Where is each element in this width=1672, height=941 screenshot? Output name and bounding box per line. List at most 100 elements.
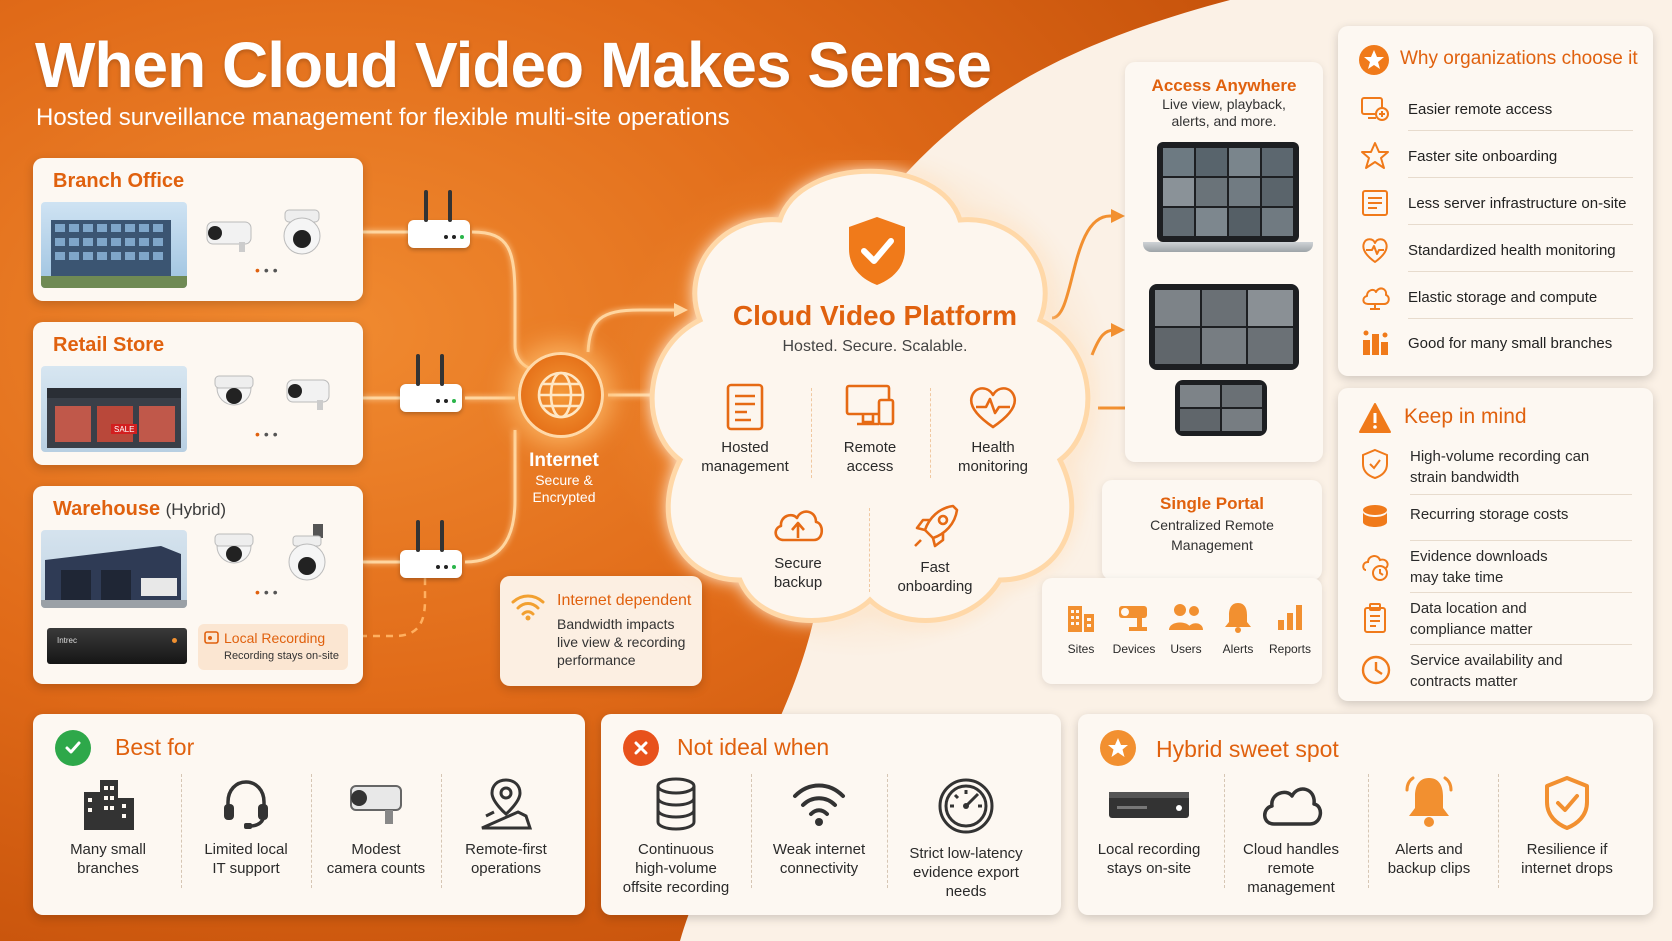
divider bbox=[811, 388, 812, 478]
more-dots: ••• bbox=[255, 262, 282, 278]
divider bbox=[1408, 271, 1633, 272]
data-compliance-icon bbox=[1364, 603, 1386, 633]
why-title: Why organizations choose it bbox=[1400, 48, 1638, 69]
why-choose-panel: Why organizations choose it Easier remot… bbox=[1338, 26, 1653, 376]
single-portal-line: Centralized Remote bbox=[1150, 517, 1274, 533]
divider bbox=[1410, 644, 1632, 645]
feature-fast-onboarding: Fast onboarding bbox=[880, 502, 990, 596]
nvr-brand: Intrec bbox=[57, 636, 78, 645]
feature-secure-backup: Secure backup bbox=[743, 502, 853, 592]
site-card-retail-store: Retail Store SALE ••• bbox=[33, 322, 363, 465]
divider bbox=[869, 508, 870, 592]
router-icon bbox=[408, 190, 470, 248]
tablet-image bbox=[1149, 284, 1299, 370]
portal-icons-panel: Sites Devices Users Alerts Reports bbox=[1042, 578, 1322, 684]
wifi-icon bbox=[511, 594, 545, 621]
warning-icon bbox=[1359, 403, 1391, 433]
portal-item-users: Users bbox=[1158, 600, 1214, 656]
headset-icon bbox=[224, 780, 268, 829]
divider bbox=[1224, 774, 1225, 888]
heart-pulse-icon bbox=[969, 387, 1017, 429]
wifi-weak-icon bbox=[793, 783, 845, 826]
internet-globe bbox=[518, 352, 604, 438]
divider bbox=[311, 774, 312, 888]
portal-item-alerts: Alerts bbox=[1210, 600, 1266, 656]
site-title: Branch Office bbox=[53, 170, 185, 192]
warehouse-image bbox=[41, 530, 187, 608]
download-clock-icon bbox=[1362, 555, 1389, 581]
why-item: Less server infrastructure on-site bbox=[1360, 188, 1626, 218]
site-title: Retail Store bbox=[53, 334, 165, 356]
divider bbox=[1498, 774, 1499, 888]
access-anywhere-line: alerts, and more. bbox=[1171, 113, 1277, 129]
divider bbox=[1410, 592, 1632, 593]
phone-image bbox=[1175, 380, 1267, 436]
more-dots: ••• bbox=[255, 584, 282, 600]
bell-icon bbox=[1405, 776, 1453, 827]
feature-remote-access: Remote access bbox=[815, 382, 925, 476]
recording-icon bbox=[204, 631, 219, 644]
why-item: Easier remote access bbox=[1360, 94, 1552, 124]
remote-access-icon bbox=[1361, 97, 1389, 121]
divider bbox=[1408, 224, 1633, 225]
feature-label: monitoring bbox=[957, 458, 1029, 475]
dome-camera-icon bbox=[283, 209, 321, 255]
divider bbox=[1408, 177, 1633, 178]
feature-label: backup bbox=[773, 574, 823, 591]
users-icon bbox=[1169, 604, 1203, 630]
page-subtitle: Hosted surveillance management for flexi… bbox=[36, 104, 730, 131]
local-recording-badge: Local Recording Recording stays on-site bbox=[198, 624, 348, 670]
internet-dependent-title: Internet dependent bbox=[557, 592, 692, 609]
single-portal-line: Management bbox=[1171, 537, 1253, 553]
keep-title: Keep in mind bbox=[1404, 405, 1527, 428]
globe-icon bbox=[537, 371, 585, 419]
cloud-platform-subtitle: Hosted. Secure. Scalable. bbox=[782, 338, 968, 355]
site-card-warehouse: Warehouse (Hybrid) ••• Intrec Local Reco… bbox=[33, 486, 363, 684]
not-ideal-title: Not ideal when bbox=[677, 734, 830, 760]
clock-icon bbox=[1361, 655, 1391, 685]
best-for-title: Best for bbox=[115, 734, 195, 760]
site-title: Warehouse (Hybrid) bbox=[53, 498, 227, 520]
dome-camera-icon bbox=[214, 533, 254, 564]
router-icon bbox=[400, 520, 462, 578]
star-badge-icon bbox=[1100, 730, 1136, 766]
dome-camera-icon bbox=[214, 375, 254, 406]
shield-check-icon bbox=[849, 217, 905, 285]
divider bbox=[181, 774, 182, 888]
portal-item-reports: Reports bbox=[1262, 600, 1318, 656]
star-icon bbox=[1361, 142, 1389, 169]
divider bbox=[887, 774, 888, 888]
bar-chart-icon bbox=[1278, 605, 1302, 630]
divider bbox=[441, 774, 442, 888]
retail-store-image: SALE bbox=[41, 366, 187, 452]
database-icon bbox=[656, 777, 696, 831]
shield-check-icon bbox=[1545, 776, 1589, 830]
internet-dependent-line: performance bbox=[557, 652, 636, 668]
branches-icon bbox=[1363, 330, 1388, 355]
why-item: Faster site onboarding bbox=[1360, 141, 1557, 171]
keep-item: Recurring storage costs bbox=[1410, 506, 1569, 523]
access-anywhere-title: Access Anywhere bbox=[1151, 76, 1297, 95]
internet-dependent-note: Internet dependent Bandwidth impacts liv… bbox=[500, 576, 702, 686]
ptz-camera-icon bbox=[288, 524, 326, 581]
x-badge-icon bbox=[623, 730, 659, 766]
divider bbox=[1410, 494, 1632, 495]
divider bbox=[1408, 130, 1633, 131]
cloud-icon bbox=[1362, 287, 1390, 310]
feature-label: Secure bbox=[774, 555, 822, 572]
router-icon bbox=[400, 354, 462, 412]
feature-label: onboarding bbox=[897, 578, 973, 595]
check-badge-icon bbox=[55, 730, 91, 766]
feature-label: management bbox=[701, 458, 789, 475]
access-anywhere-line: Live view, playback, bbox=[1162, 96, 1286, 112]
